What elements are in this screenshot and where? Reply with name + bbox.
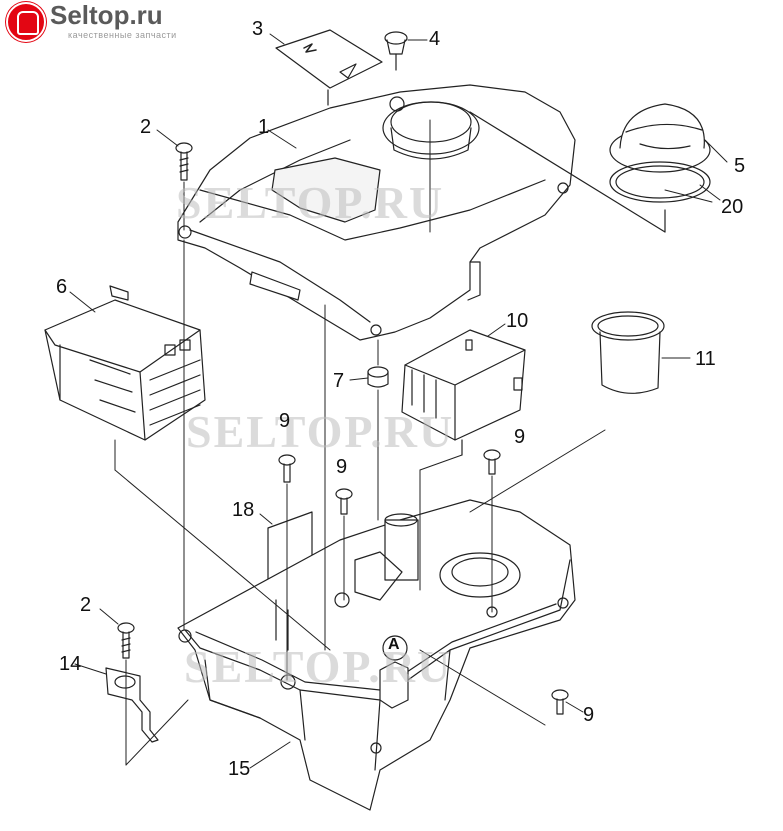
label-leaders [69, 33, 728, 769]
callout-3: 3 [252, 18, 264, 40]
callout-9-a: 9 [279, 410, 291, 432]
part-1-top-cover [177, 84, 576, 341]
callout-2-top: 2 [140, 116, 152, 138]
callout-9-b: 9 [336, 456, 348, 478]
callout-11: 11 [695, 348, 716, 370]
callout-1: 1 [258, 116, 270, 138]
part-9-screw-c [483, 449, 501, 475]
part-15-base-box [177, 499, 576, 811]
callout-9-d: 9 [583, 704, 595, 726]
marker-a: A [388, 636, 400, 653]
part-9-screw-d [551, 689, 569, 715]
part-7-grommet [367, 366, 389, 388]
part-10-terminal-block [401, 329, 526, 456]
callout-7: 7 [333, 370, 345, 392]
callout-10: 10 [506, 310, 529, 332]
callout-2-bottom: 2 [80, 594, 92, 616]
watermark-middle: SELTOP.RU [186, 406, 455, 457]
callout-9-c: 9 [514, 426, 526, 448]
logo-tagline: качественные запчасти [68, 30, 177, 40]
callout-15: 15 [228, 758, 251, 780]
callout-4: 4 [429, 28, 441, 50]
leader-knob [469, 111, 666, 233]
logo-name: Seltop.ru [50, 0, 163, 30]
callout-18: 18 [232, 499, 255, 521]
part-14-clip [105, 667, 159, 743]
callout-6: 6 [56, 276, 68, 298]
watermark-bottom: SELTOP.RU [184, 641, 453, 692]
callout-14: 14 [59, 653, 82, 675]
part-9-screw-b [335, 488, 353, 515]
part-6-contactor [44, 285, 206, 441]
part-20-o-ring [609, 161, 711, 203]
callout-20: 20 [721, 196, 744, 218]
part-3-label-plate [275, 29, 383, 106]
part-5-knob [609, 103, 711, 173]
part-2-screw-top [175, 142, 193, 181]
watermark-top: SELTOP.RU [176, 177, 445, 228]
part-4-plug [384, 31, 408, 71]
seltop-logo[interactable]: Seltop.ru качественные запчасти [6, 0, 226, 42]
logo-mark-icon [6, 2, 46, 42]
part-2-screw-bottom [117, 622, 135, 659]
callout-5: 5 [734, 155, 746, 177]
alignment-lines [114, 119, 606, 766]
part-9-screw-a [278, 454, 296, 483]
part-11-sleeve [591, 311, 665, 394]
